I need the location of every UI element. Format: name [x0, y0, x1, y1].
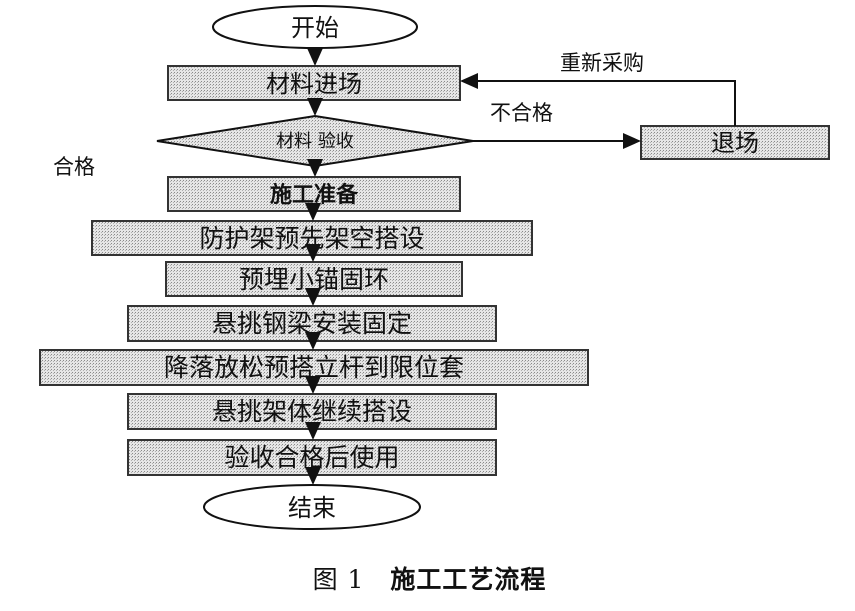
- end-node: 结束: [203, 484, 421, 530]
- material-inspection-label: 材料 验收: [276, 131, 354, 152]
- process-flowchart: 开始 材料进场 材料 验收 退场 施工准备 防护架预先架空搭设 预埋小锚固环 悬…: [39, 5, 830, 530]
- connectors: [305, 48, 736, 485]
- step-continue-label: 悬挑架体继续搭设: [212, 397, 412, 426]
- step-continue-box: 悬挑架体继续搭设: [127, 393, 497, 430]
- prep-label: 施工准备: [270, 182, 359, 208]
- step-scaffold-frame-box: 防护架预先架空搭设: [91, 220, 533, 256]
- material-inspection-decision: 材料 验收: [156, 114, 474, 168]
- step-lower-loosen-label: 降落放松预搭立杆到限位套: [164, 353, 464, 382]
- step-use-label: 验收合格后使用: [224, 443, 399, 472]
- pass-label: 合格: [53, 155, 95, 179]
- figure-number: 图 1: [312, 565, 365, 594]
- step-scaffold-frame-label: 防护架预先架空搭设: [199, 224, 424, 253]
- step-lower-loosen-box: 降落放松预搭立杆到限位套: [39, 349, 589, 386]
- figure-caption: 图 1 施工工艺流程: [0, 560, 855, 596]
- repurchase-label: 重新采购: [560, 51, 644, 75]
- return-label: 退场: [711, 129, 759, 157]
- return-box: 退场: [640, 125, 830, 160]
- step-use-box: 验收合格后使用: [127, 439, 497, 476]
- prep-box: 施工准备: [167, 176, 461, 212]
- figure-title: 施工工艺流程: [390, 565, 547, 594]
- step-steel-beam-label: 悬挑钢梁安装固定: [212, 309, 412, 338]
- fail-label: 不合格: [490, 101, 553, 125]
- material-entry-box: 材料进场: [167, 65, 461, 101]
- end-label: 结束: [288, 494, 336, 522]
- step-embed-ring-box: 预埋小锚固环: [165, 261, 463, 297]
- step-steel-beam-box: 悬挑钢梁安装固定: [127, 305, 497, 342]
- step-embed-ring-label: 预埋小锚固环: [239, 265, 389, 294]
- start-label: 开始: [291, 14, 339, 42]
- arrow-return-to-entry: [460, 73, 736, 126]
- start-node: 开始: [212, 5, 418, 49]
- material-entry-label: 材料进场: [266, 70, 362, 98]
